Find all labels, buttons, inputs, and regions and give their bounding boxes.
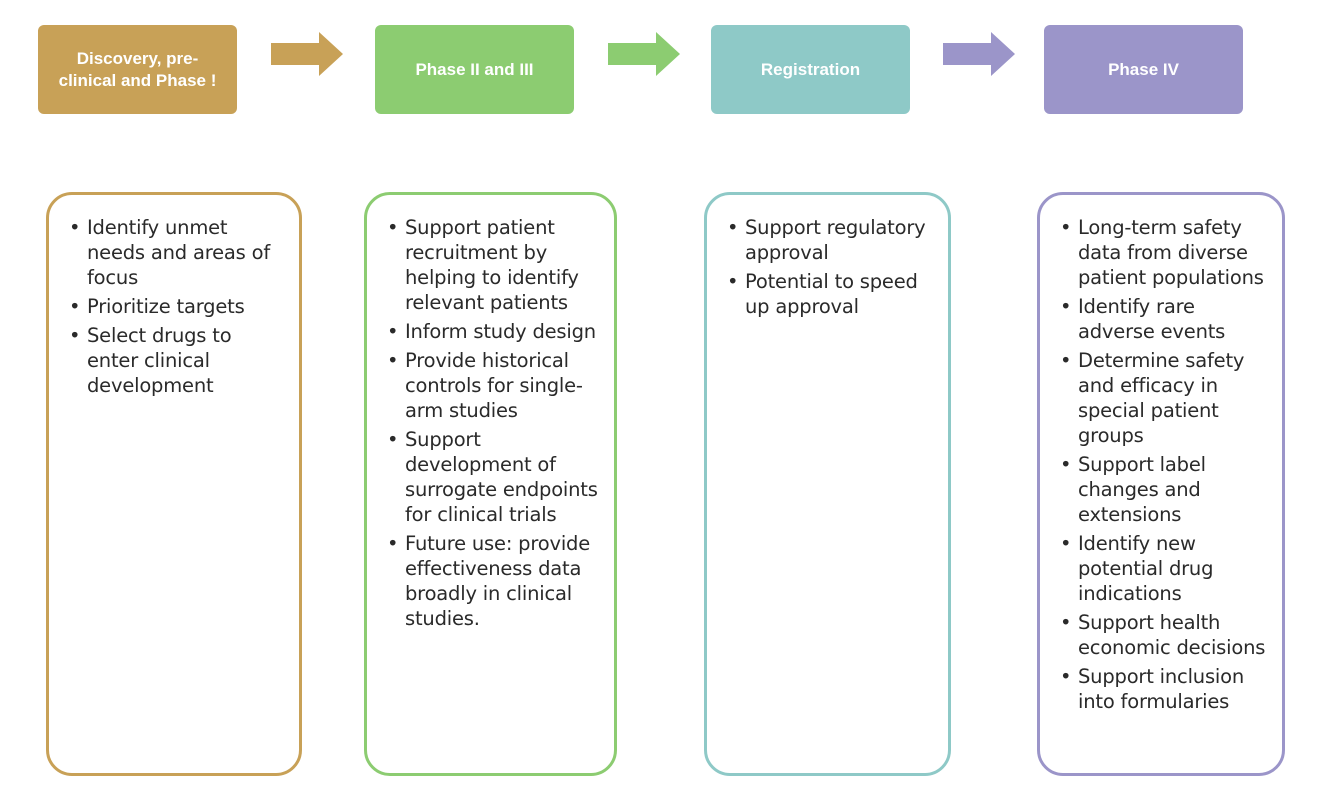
detail-box-registration: Support regulatory approval Potential to…	[704, 192, 951, 776]
list-item: Provide historical controls for single-a…	[387, 348, 598, 423]
stage-header-phase23: Phase II and III	[375, 25, 574, 114]
list-item: Determine safety and efficacy in special…	[1060, 348, 1266, 448]
stage-title-phase23: Phase II and III	[415, 59, 534, 79]
detail-box-phase4: Long-term safety data from diverse patie…	[1037, 192, 1285, 776]
list-item: Identify rare adverse events	[1060, 294, 1266, 344]
list-item: Identify new potential drug indications	[1060, 531, 1266, 606]
list-item: Identify unmet needs and areas of focus	[69, 215, 283, 290]
detail-box-discovery: Identify unmet needs and areas of focus …	[46, 192, 302, 776]
list-item: Support development of surrogate endpoin…	[387, 427, 598, 527]
stage-title-registration: Registration	[760, 59, 861, 79]
list-item: Potential to speed up approval	[727, 269, 932, 319]
detail-box-phase23: Support patient recruitment by helping t…	[364, 192, 617, 776]
stage-title-discovery: Discovery, pre-clinical and Phase !	[58, 48, 217, 90]
list-item: Prioritize targets	[69, 294, 283, 319]
list-item: Long-term safety data from diverse patie…	[1060, 215, 1266, 290]
bullet-list-registration: Support regulatory approval Potential to…	[727, 215, 932, 319]
right-arrow-icon-3	[943, 32, 1015, 76]
list-item: Support inclusion into formularies	[1060, 664, 1266, 714]
right-arrow-icon-1	[271, 32, 343, 76]
bullet-list-phase23: Support patient recruitment by helping t…	[387, 215, 598, 631]
stage-header-discovery: Discovery, pre-clinical and Phase !	[38, 25, 237, 114]
list-item: Select drugs to enter clinical developme…	[69, 323, 283, 398]
list-item: Inform study design	[387, 319, 598, 344]
bullet-list-phase4: Long-term safety data from diverse patie…	[1060, 215, 1266, 714]
stage-header-phase4: Phase IV	[1044, 25, 1243, 114]
list-item: Support regulatory approval	[727, 215, 932, 265]
list-item: Future use: provide effectiveness data b…	[387, 531, 598, 631]
bullet-list-discovery: Identify unmet needs and areas of focus …	[69, 215, 283, 398]
stage-header-registration: Registration	[711, 25, 910, 114]
list-item: Support label changes and extensions	[1060, 452, 1266, 527]
right-arrow-icon-2	[608, 32, 680, 76]
list-item: Support health economic decisions	[1060, 610, 1266, 660]
list-item: Support patient recruitment by helping t…	[387, 215, 598, 315]
stage-title-phase4: Phase IV	[1108, 59, 1179, 79]
